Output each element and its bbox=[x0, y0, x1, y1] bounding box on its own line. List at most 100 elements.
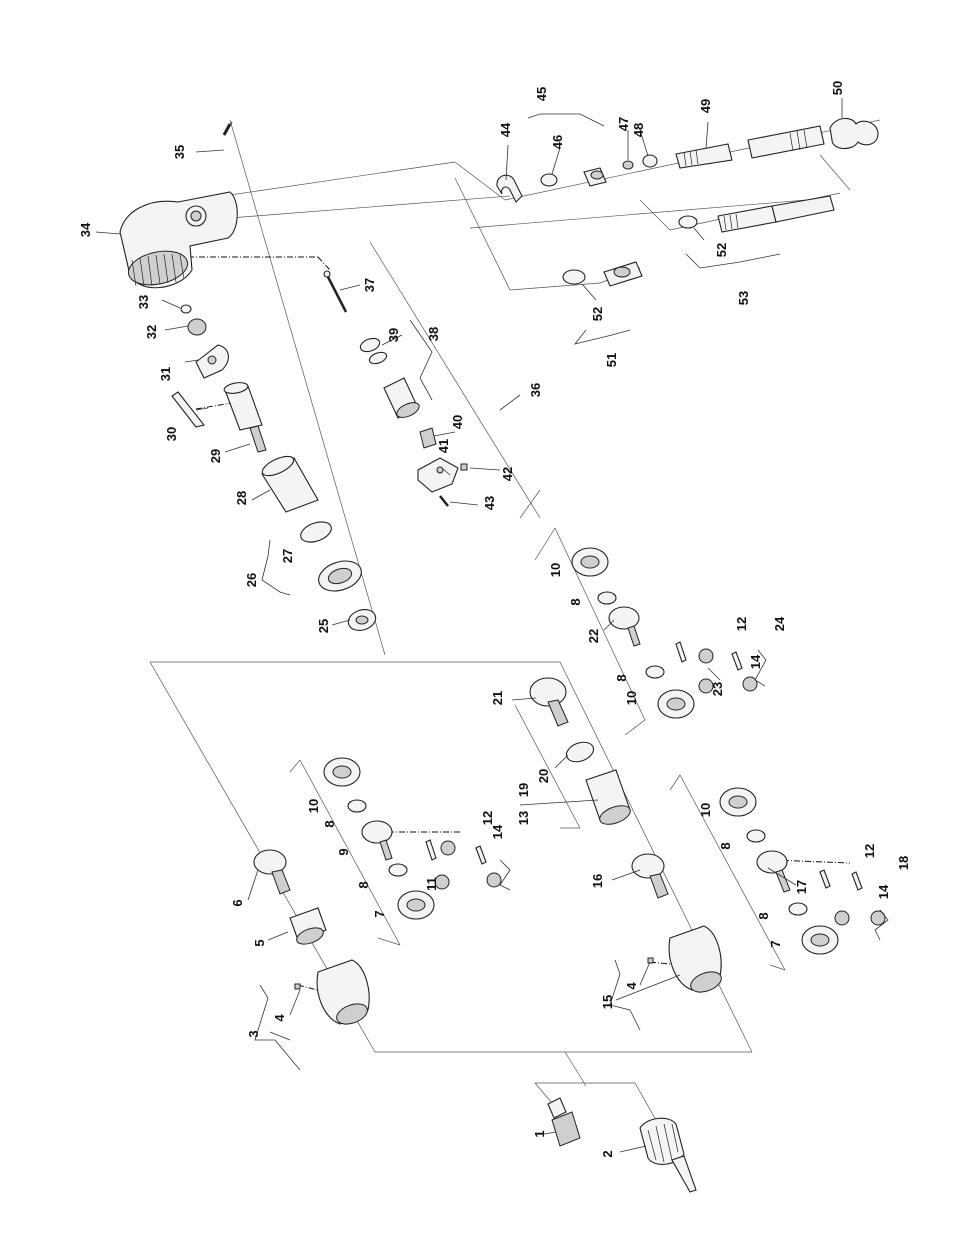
lever-part bbox=[496, 174, 523, 203]
o-ring-part-52a bbox=[678, 215, 698, 229]
screw-part-4a bbox=[294, 983, 301, 990]
vane-part bbox=[171, 391, 205, 428]
callout-18: 18 bbox=[896, 856, 911, 870]
callout-10d: 10 bbox=[698, 803, 713, 817]
callout-6: 6 bbox=[230, 899, 245, 906]
bearing-part-10a bbox=[571, 547, 609, 577]
callout-7b: 7 bbox=[768, 940, 783, 947]
planet-carrier-part-9 bbox=[361, 820, 393, 861]
callout-10b: 10 bbox=[624, 691, 639, 705]
washer-part-8f bbox=[788, 902, 808, 916]
o-ring-part-48 bbox=[642, 154, 658, 168]
callout-31: 31 bbox=[158, 367, 173, 381]
callout-14c: 14 bbox=[876, 884, 891, 899]
gear-housing-part-15 bbox=[668, 925, 722, 993]
callout-49: 49 bbox=[698, 99, 713, 113]
callout-3: 3 bbox=[246, 1030, 261, 1037]
assembly-lines bbox=[149, 119, 881, 1181]
callout-48: 48 bbox=[631, 123, 646, 137]
pin-part-43 bbox=[439, 495, 449, 507]
callout-24: 24 bbox=[772, 616, 787, 631]
planet-carrier-part-22 bbox=[608, 606, 641, 647]
planet-carrier-part-17 bbox=[756, 850, 791, 893]
washer-part-8d bbox=[388, 863, 408, 877]
callout-44: 44 bbox=[498, 122, 513, 137]
ring-gear-part-5 bbox=[289, 907, 327, 945]
callout-32: 32 bbox=[144, 325, 159, 339]
callout-21: 21 bbox=[490, 691, 505, 705]
callout-20: 20 bbox=[536, 769, 551, 783]
planet-pins bbox=[425, 641, 863, 891]
callout-11: 11 bbox=[424, 877, 439, 891]
callout-40: 40 bbox=[450, 415, 465, 429]
callout-8b: 8 bbox=[614, 674, 629, 681]
adapter-part-1 bbox=[547, 1097, 581, 1147]
callout-8e: 8 bbox=[718, 842, 733, 849]
washer-part-8b bbox=[645, 665, 665, 679]
callout-50: 50 bbox=[830, 81, 845, 95]
callout-15: 15 bbox=[600, 995, 615, 1009]
bearing-part bbox=[187, 318, 207, 336]
callout-labels: 1 2 3 4 4 5 6 7 7 8 8 8 8 8 8 9 10 10 10… bbox=[78, 81, 911, 1158]
callout-8d: 8 bbox=[356, 881, 371, 888]
block-part bbox=[417, 457, 459, 493]
callout-46: 46 bbox=[550, 135, 565, 149]
washer-part-47 bbox=[622, 160, 634, 170]
callout-9: 9 bbox=[336, 848, 351, 855]
callout-7a: 7 bbox=[372, 910, 387, 917]
screw-part-4b bbox=[647, 957, 654, 964]
callout-4a: 4 bbox=[272, 1014, 287, 1022]
planet-gears bbox=[434, 648, 886, 926]
callout-43: 43 bbox=[482, 496, 497, 510]
callout-12c: 12 bbox=[862, 844, 877, 858]
spindle-part-6 bbox=[253, 849, 291, 895]
rotor-part bbox=[223, 382, 267, 453]
washer-part-8a bbox=[597, 591, 617, 605]
callout-19: 19 bbox=[516, 783, 531, 797]
ring-part-46 bbox=[540, 173, 558, 187]
callout-8a: 8 bbox=[568, 598, 583, 605]
grouping-brackets bbox=[254, 113, 889, 1071]
o-ring-part-39 bbox=[359, 337, 381, 353]
callout-52b: 52 bbox=[590, 307, 605, 321]
callout-29: 29 bbox=[208, 449, 223, 463]
inlet-bushing-part bbox=[675, 143, 733, 169]
center-lines bbox=[188, 256, 851, 993]
coupling-part bbox=[829, 117, 879, 150]
bearing-part-10b bbox=[657, 689, 695, 719]
exhaust-tube-part bbox=[747, 125, 825, 159]
callout-4b: 4 bbox=[624, 982, 639, 990]
spring-part bbox=[419, 427, 437, 449]
callout-23: 23 bbox=[710, 682, 725, 696]
callout-17: 17 bbox=[794, 880, 809, 894]
valve-stem-part bbox=[323, 270, 348, 313]
set-screw-part bbox=[460, 463, 468, 471]
callout-8f: 8 bbox=[756, 912, 771, 919]
callout-12a: 12 bbox=[734, 617, 749, 631]
o-ring-part bbox=[180, 304, 192, 314]
ring-gear-part-21 bbox=[529, 677, 569, 727]
gear-housing-part-3 bbox=[316, 959, 370, 1025]
callout-36: 36 bbox=[528, 383, 543, 397]
callout-30: 30 bbox=[164, 427, 179, 441]
washer-part-8e bbox=[746, 829, 766, 843]
callout-39: 39 bbox=[386, 328, 401, 342]
callout-5: 5 bbox=[252, 939, 267, 946]
leader-lines bbox=[95, 98, 843, 1153]
o-ring-part-52b bbox=[562, 269, 586, 285]
bearing-part-10d bbox=[719, 787, 757, 817]
chuck-part-2 bbox=[639, 1117, 697, 1193]
callout-22: 22 bbox=[586, 629, 601, 643]
callout-34: 34 bbox=[78, 222, 93, 237]
cylinder-part bbox=[261, 455, 319, 513]
callout-37: 37 bbox=[362, 278, 377, 292]
bearing-part-25 bbox=[347, 609, 377, 631]
plate-part bbox=[195, 344, 229, 379]
callout-47: 47 bbox=[616, 117, 631, 131]
callout-1: 1 bbox=[532, 1130, 547, 1137]
ring-gear-part-19 bbox=[585, 769, 631, 825]
callout-8c: 8 bbox=[322, 820, 337, 827]
callout-16: 16 bbox=[590, 874, 605, 888]
callout-35: 35 bbox=[172, 145, 187, 159]
